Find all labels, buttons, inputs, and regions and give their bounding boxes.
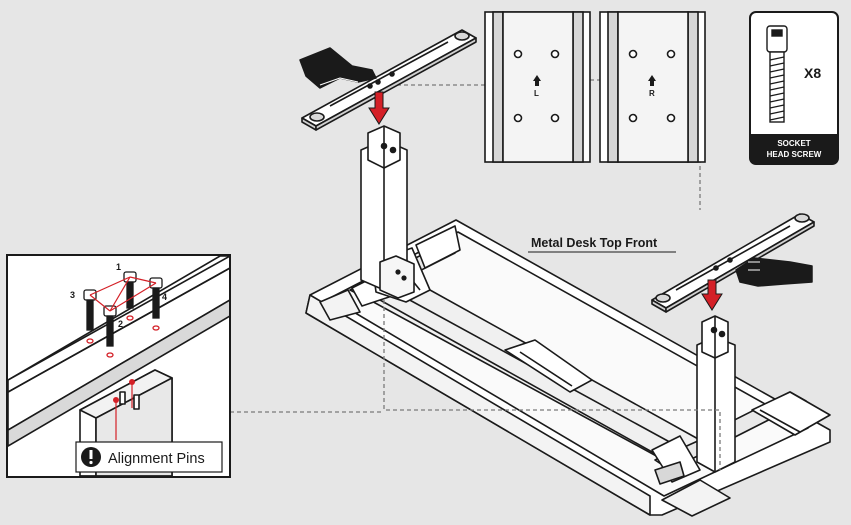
exclamation-circle-icon — [81, 447, 101, 467]
tightening-order-lines — [89, 276, 157, 440]
left-leg — [360, 125, 415, 299]
down-arrow-right — [701, 279, 723, 311]
bolt-number-1: 1 — [116, 262, 121, 272]
desk-top-label: Metal Desk Top Front — [531, 236, 658, 250]
up-arrow-icon-right — [648, 75, 656, 86]
bolt-number-4: 4 — [162, 292, 167, 302]
left-bracket — [301, 29, 477, 131]
left-marker: L — [534, 89, 539, 98]
screw-qty: X8 — [804, 65, 821, 81]
alignment-callout-box — [75, 441, 223, 473]
hand-icon-right — [735, 257, 813, 287]
bolt-group — [83, 271, 163, 358]
detail-panel-right — [599, 11, 706, 163]
bolt-number-2: 2 — [118, 319, 123, 329]
hand-icon — [299, 47, 377, 89]
screw-icon — [766, 25, 788, 123]
right-marker: R — [649, 89, 655, 98]
screw-card — [749, 11, 839, 165]
bolt-number-3: 3 — [70, 290, 75, 300]
inset-panel — [6, 254, 231, 478]
screw-name-line2: HEAD SCREW — [767, 150, 822, 159]
detail-panel-left — [484, 11, 591, 163]
screw-name-line1: SOCKET — [777, 139, 810, 148]
up-arrow-icon — [533, 75, 541, 86]
down-arrow-left — [368, 91, 390, 125]
right-leg — [696, 315, 736, 473]
alignment-label: Alignment Pins — [108, 451, 205, 467]
